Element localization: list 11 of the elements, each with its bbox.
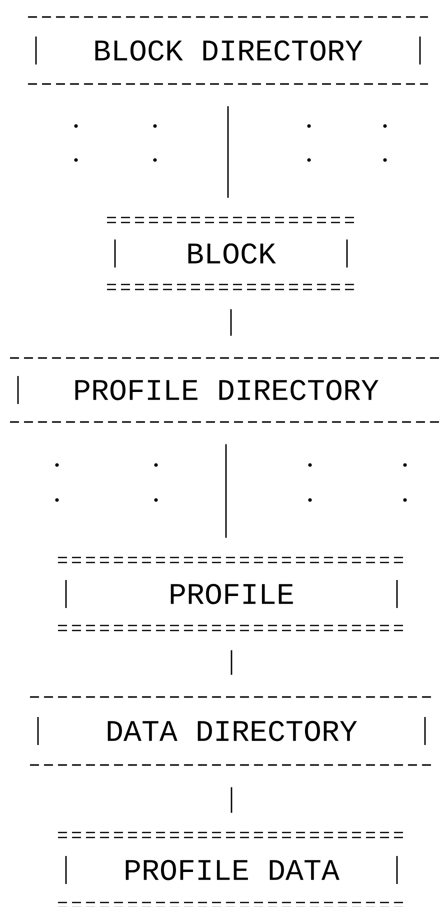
- connector-line: [230, 309, 232, 336]
- connector-line: [227, 106, 229, 198]
- connector-line: [230, 787, 232, 813]
- directory-box: PROFILE DIRECTORY: [10, 357, 442, 423]
- directory-box: DATA DIRECTORY: [30, 696, 433, 766]
- directory-box: BLOCK DIRECTORY: [28, 16, 428, 85]
- connector-line: [225, 444, 227, 538]
- record-box: PROFILE: [58, 556, 405, 632]
- record-box: BLOCK: [107, 216, 355, 290]
- connector-line: [230, 650, 232, 675]
- record-box: PROFILE DATA: [58, 832, 405, 907]
